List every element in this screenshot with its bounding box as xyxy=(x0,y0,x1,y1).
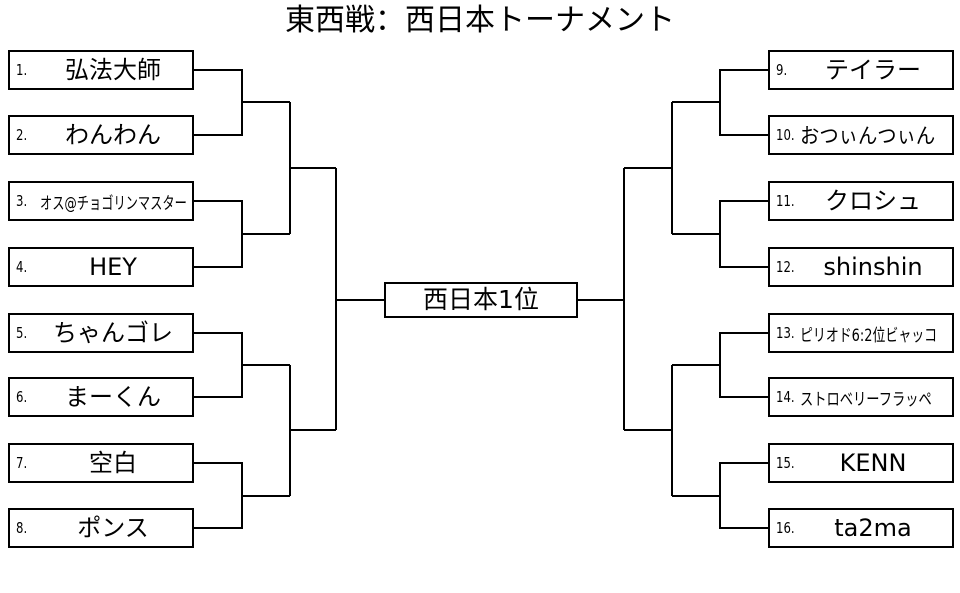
winner-box: 西日本1位 xyxy=(384,282,578,318)
entry-name: クロシュ xyxy=(825,187,921,215)
entry-5: 5. ちゃんゴレ xyxy=(8,313,194,353)
entry-6: 6. まーくん xyxy=(8,377,194,417)
entry-name: KENN xyxy=(839,449,907,477)
bracket-line xyxy=(672,200,768,268)
bracket-line xyxy=(672,462,768,529)
entry-name-text: おつぃんつぃん xyxy=(800,124,936,148)
entry-1: 1. 弘法大師 xyxy=(8,50,194,90)
entry-10: 10. おつぃんつぃん xyxy=(768,115,954,155)
bracket-line xyxy=(672,69,768,136)
entry-name: ポンス xyxy=(77,514,149,542)
entry-name: 弘法大師 xyxy=(65,56,161,84)
entry-number: 4. xyxy=(16,258,28,276)
bracket-line xyxy=(672,332,768,398)
entry-name: わんわん xyxy=(65,121,161,149)
bracket-line xyxy=(289,102,336,234)
entry-7: 7. 空白 xyxy=(8,443,194,483)
entry-name: 空白 xyxy=(89,449,137,477)
entry-number: 15. xyxy=(776,454,795,472)
entry-13: 13. ピリオド6:2位ビャッコ xyxy=(768,313,954,353)
entry-16: 16. ta2ma xyxy=(768,508,954,548)
entry-name: オス@チョゴリンマスター xyxy=(40,183,188,219)
entry-number: 14. xyxy=(776,388,795,406)
entry-number: 11. xyxy=(776,192,795,210)
entry-name: shinshin xyxy=(823,253,923,281)
entry-number: 5. xyxy=(16,324,28,342)
bracket-line xyxy=(194,462,290,529)
entry-number: 16. xyxy=(776,519,795,537)
entry-name-text: ピリオド6:2位ビャッコ xyxy=(800,326,938,346)
entry-name: ピリオド6:2位ビャッコ xyxy=(800,315,948,351)
entry-15: 15. KENN xyxy=(768,443,954,483)
entry-14: 14. ストロベリーフラッペ xyxy=(768,377,954,417)
entry-number: 1. xyxy=(16,61,28,79)
entry-3: 3. オス@チョゴリンマスター xyxy=(8,181,194,221)
entry-number: 9. xyxy=(776,61,788,79)
entry-number: 7. xyxy=(16,454,28,472)
entry-name: おつぃんつぃん xyxy=(800,117,948,153)
entry-name-text: オス@チョゴリンマスター xyxy=(40,194,187,214)
entry-number: 10. xyxy=(776,126,795,144)
bracket-line xyxy=(335,168,384,430)
bracket-line xyxy=(194,332,290,398)
entry-name: ストロベリーフラッペ xyxy=(800,379,948,415)
entry-9: 9. テイラー xyxy=(768,50,954,90)
bracket-line xyxy=(624,365,673,496)
entry-12: 12. shinshin xyxy=(768,247,954,287)
entry-8: 8. ポンス xyxy=(8,508,194,548)
bracket-line xyxy=(194,69,290,136)
entry-number: 3. xyxy=(16,192,28,210)
bracket-line xyxy=(624,102,673,234)
entry-name: まーくん xyxy=(65,383,161,411)
tournament-title: 東西戦：西日本トーナメント xyxy=(285,3,675,38)
entry-name: ta2ma xyxy=(834,514,912,542)
entry-number: 2. xyxy=(16,126,28,144)
entry-2: 2. わんわん xyxy=(8,115,194,155)
entry-name: テイラー xyxy=(825,56,921,84)
bracket-line xyxy=(194,200,290,268)
entry-name: HEY xyxy=(89,253,137,281)
entry-4: 4. HEY xyxy=(8,247,194,287)
bracket-line xyxy=(578,168,625,430)
entry-number: 8. xyxy=(16,519,28,537)
entry-11: 11. クロシュ xyxy=(768,181,954,221)
entry-name-text: ストロベリーフラッペ xyxy=(800,390,932,410)
bracket-line xyxy=(289,365,336,496)
entry-number: 12. xyxy=(776,258,795,276)
entry-number: 13. xyxy=(776,324,795,342)
entry-number: 6. xyxy=(16,388,28,406)
entry-name: ちゃんゴレ xyxy=(53,319,173,347)
